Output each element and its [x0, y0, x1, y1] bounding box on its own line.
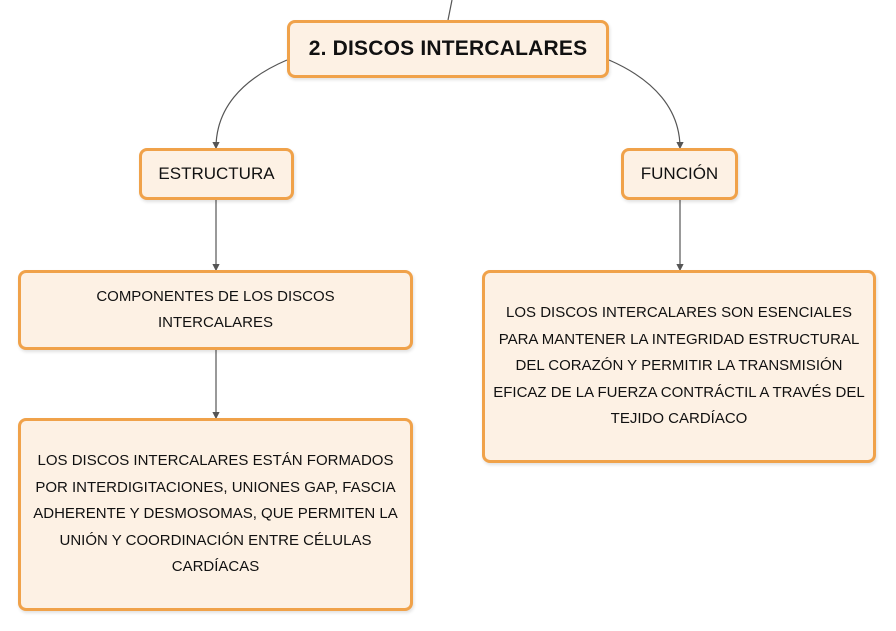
componentes-node[interactable]: COMPONENTES DE LOS DISCOS INTERCALARES	[18, 270, 413, 350]
connector-parent-to-root	[447, 0, 453, 21]
root-node[interactable]: 2. DISCOS INTERCALARES	[287, 20, 609, 78]
connector-root-to-funcion	[608, 59, 684, 150]
funcion-descripcion-text: LOS DISCOS INTERCALARES SON ESENCIALES P…	[493, 304, 865, 428]
connector-root-to-estructura	[212, 59, 288, 150]
funcion-node-label: FUNCIÓN	[640, 164, 719, 183]
funcion-descripcion-node[interactable]: LOS DISCOS INTERCALARES SON ESENCIALES P…	[482, 270, 876, 463]
componentes-node-label: COMPONENTES DE LOS DISCOS INTERCALARES	[96, 288, 335, 331]
estructura-node-label: ESTRUCTURA	[158, 164, 275, 183]
funcion-node[interactable]: FUNCIÓN	[621, 148, 738, 200]
estructura-node[interactable]: ESTRUCTURA	[139, 148, 294, 200]
estructura-descripcion-node[interactable]: LOS DISCOS INTERCALARES ESTÁN FORMADOS P…	[18, 418, 413, 611]
estructura-descripcion-text: LOS DISCOS INTERCALARES ESTÁN FORMADOS P…	[33, 452, 398, 576]
root-node-label: 2. DISCOS INTERCALARES	[308, 37, 588, 60]
